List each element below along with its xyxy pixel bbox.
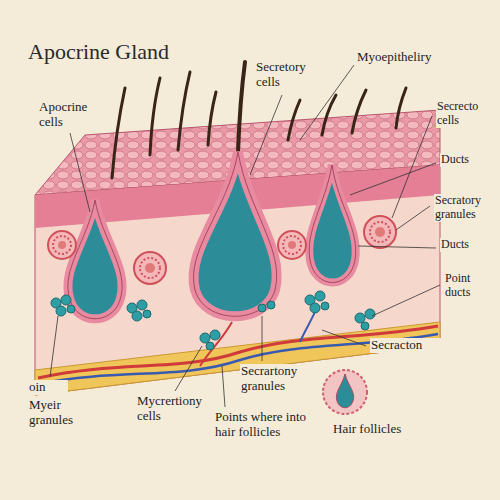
hair-shaft — [150, 78, 160, 155]
gland-teardrop — [68, 200, 122, 319]
hair-follicle-inset — [323, 370, 367, 414]
part-label: Secrecto cells — [436, 100, 494, 128]
gland-cross-section — [375, 227, 385, 237]
gland-cross-section — [288, 241, 296, 249]
granule-cluster — [132, 311, 142, 321]
granule-cluster — [267, 301, 275, 309]
part-label: Secrartony granules — [240, 364, 320, 394]
part-label: Apocrine cells — [38, 100, 100, 130]
part-label: Myeir granules — [28, 398, 90, 428]
part-label: Myoepitheliry — [356, 50, 466, 65]
gland-cross-section — [58, 241, 66, 249]
hair-follicle-inset — [323, 370, 367, 414]
granule-cluster — [51, 291, 375, 350]
leader-line — [222, 366, 225, 407]
part-label: Secracton — [370, 338, 450, 353]
gland-teardrop — [194, 152, 277, 316]
granule-cluster — [315, 291, 325, 301]
hair-shaft — [352, 90, 366, 133]
leader-line — [50, 65, 440, 407]
gland-cross-section — [145, 263, 155, 273]
part-label: Secratory granules — [434, 194, 496, 222]
leader-line — [322, 330, 366, 346]
hair-shaft — [112, 88, 125, 178]
granule-cluster — [56, 306, 66, 316]
leader-line — [250, 95, 282, 175]
gland-cross-section — [140, 258, 160, 278]
gland-teardrop — [68, 200, 122, 319]
gland-cross-section — [48, 216, 396, 284]
gland-cross-section — [53, 236, 71, 254]
hair-shaft — [208, 92, 216, 145]
part-label: Secretory cells — [255, 60, 323, 90]
granule-cluster — [210, 330, 220, 340]
granule-cluster — [310, 303, 320, 313]
part-label: Points where into hair follicles — [214, 410, 330, 440]
gland-teardrop — [194, 152, 277, 316]
granule-cluster — [137, 300, 147, 310]
leader-line — [70, 133, 90, 212]
part-label: Mycrertiony cells — [136, 394, 214, 424]
part-label: oin — [28, 380, 68, 395]
leader-line — [358, 246, 436, 248]
gland-cross-section — [370, 222, 390, 242]
granule-cluster — [143, 310, 151, 318]
granule-cluster — [355, 313, 365, 323]
granule-cluster — [61, 295, 71, 305]
hair-shaft — [396, 88, 406, 128]
hair-shaft — [288, 100, 300, 140]
diagram-title: Apocrine Gland — [26, 40, 171, 64]
gland-cross-section — [364, 216, 396, 248]
leader-line — [50, 316, 58, 377]
hair-shaft — [322, 95, 336, 135]
blood-vessel — [200, 322, 232, 366]
gland-cross-section — [278, 231, 306, 259]
hair-shaft — [178, 72, 190, 150]
granule-cluster — [67, 305, 75, 313]
leader-line — [396, 206, 430, 230]
hair-shaft — [238, 62, 245, 152]
skin-block — [35, 322, 440, 395]
leader-line — [175, 346, 202, 391]
hair-follicle-inset — [336, 374, 353, 408]
granule-cluster — [200, 333, 210, 343]
gland-cross-section — [134, 252, 166, 284]
leader-line — [372, 285, 440, 316]
granule-cluster — [321, 302, 329, 310]
gland-teardrop — [68, 152, 356, 319]
part-label: Ducts — [440, 238, 490, 252]
part-label: Point ducts — [444, 272, 494, 300]
part-label: Ducts — [440, 153, 490, 167]
gland-cross-section — [283, 236, 301, 254]
granule-cluster — [365, 309, 375, 319]
gland-teardrop — [309, 165, 356, 283]
leader-line — [350, 163, 436, 195]
leader-line — [262, 316, 263, 361]
part-label: Hair follicles — [332, 422, 432, 437]
gland-cross-section — [48, 231, 76, 259]
granule-cluster — [361, 322, 369, 330]
granule-cluster — [206, 342, 214, 350]
granule-cluster — [258, 304, 266, 312]
gland-teardrop — [309, 165, 356, 283]
